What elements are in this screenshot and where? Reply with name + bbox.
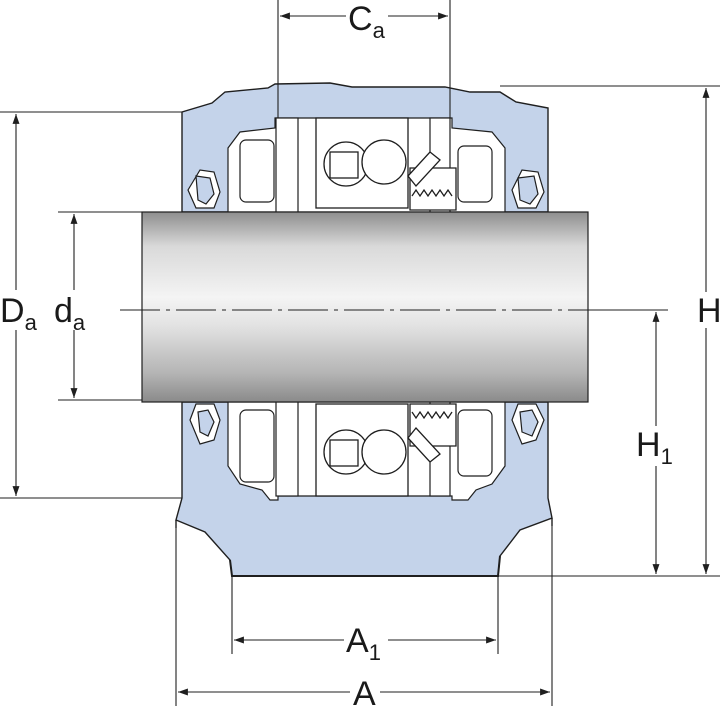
label-h1: H1 [636,426,673,469]
roller-top-right [361,139,407,185]
bearing [315,117,457,497]
seal-bottom-left [189,403,221,445]
label-da-inner: da [54,292,86,335]
label-a: A [353,675,376,710]
label-ca: Ca [348,0,386,43]
label-a1: A1 [346,622,381,665]
label-h: H [697,292,720,330]
seal-top-left [187,169,221,209]
roller-top-left [323,141,369,187]
roller-bottom-right [361,429,407,475]
shaft [141,211,589,403]
seal-bottom-right [511,403,545,445]
seals [187,169,545,445]
label-da-outer: Da [0,292,38,335]
seal-top-right [511,169,545,209]
